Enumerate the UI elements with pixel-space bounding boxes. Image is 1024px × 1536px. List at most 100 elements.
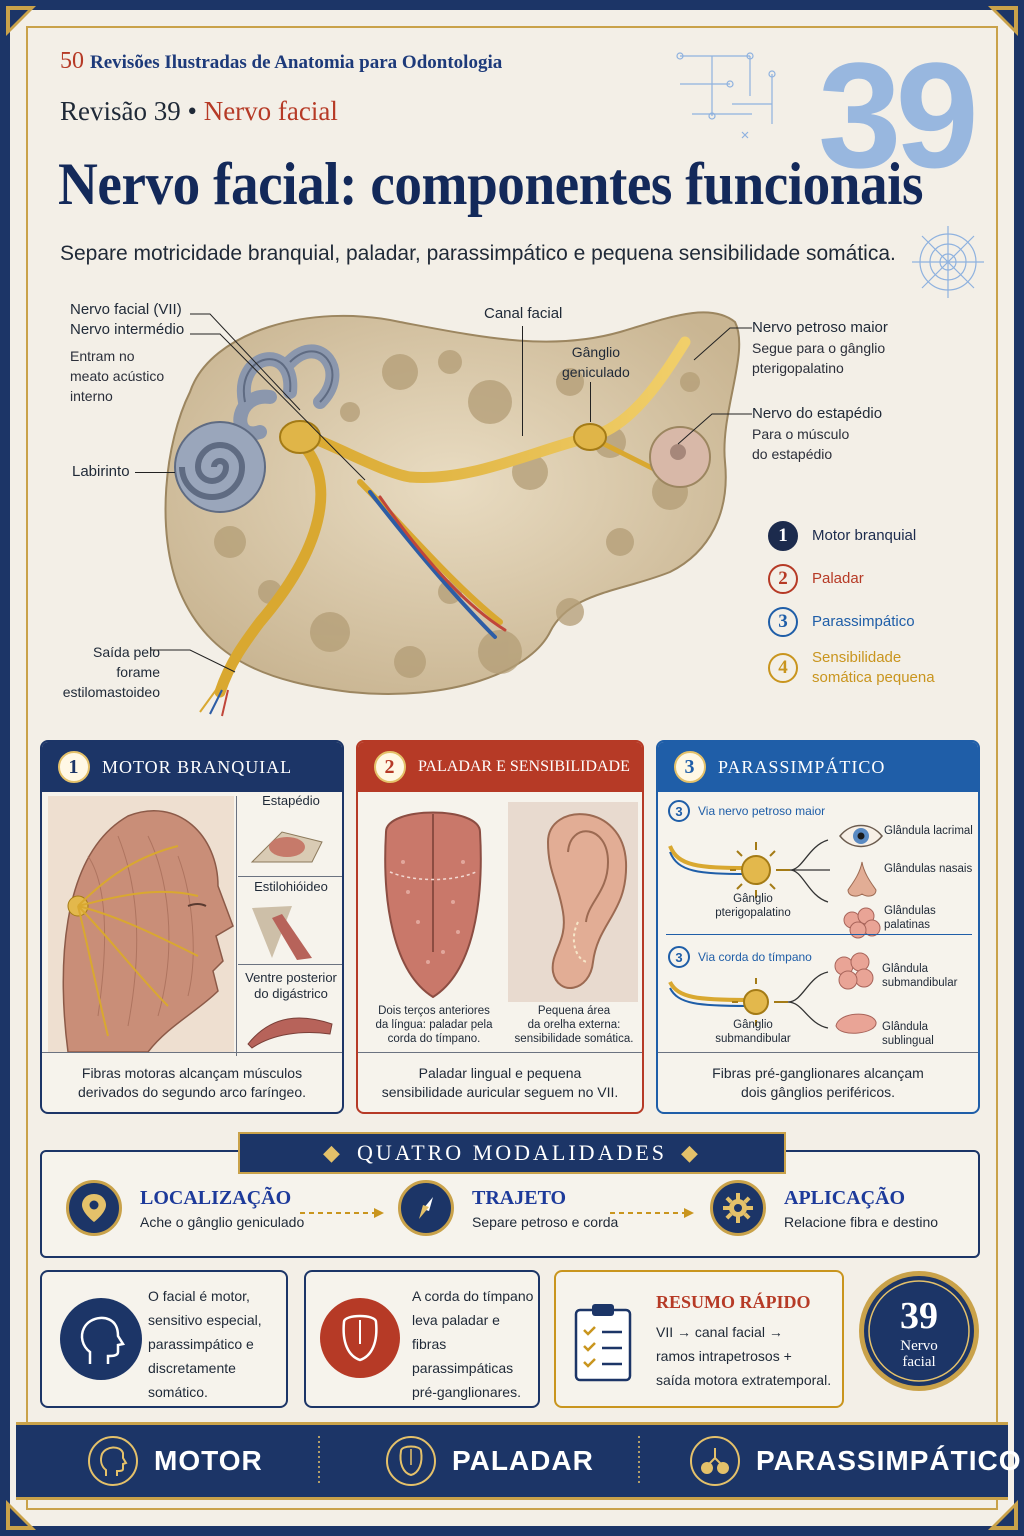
diamond-ornament-icon: ◆	[681, 1140, 701, 1165]
label-stapedius-nerve: Nervo do estapédio Para o músculo do est…	[752, 405, 883, 462]
card-chorda-tympani: A corda do tímpano leva paladar e fibras…	[304, 1270, 540, 1408]
seal-badge-icon	[859, 1271, 979, 1391]
banner-item-parasympathetic: PARASSIMPÁTICO	[690, 1432, 1022, 1490]
muscle-label-digastric: Ventre posterior do digástrico	[245, 970, 337, 1001]
bottom-banner	[16, 1422, 1008, 1500]
page-subtitle: Separe motricidade branquial, paladar, p…	[60, 242, 896, 265]
route-chorda: 3 Via corda do tímpano	[668, 946, 812, 968]
review-label: Revisão 39 •	[60, 96, 197, 126]
panel-parasympathetic: 3 PARASSIMPÁTICO 3 Via nervo petroso mai…	[656, 740, 980, 1114]
panel-number: 3	[674, 751, 706, 783]
panel-title: PARASSIMPÁTICO	[718, 756, 886, 777]
series-title: Revisões Ilustradas de Anatomia para Odo…	[90, 52, 503, 73]
divider	[238, 964, 342, 965]
leader-line	[590, 382, 591, 422]
series-number: 50	[60, 48, 84, 74]
leader-line	[693, 327, 752, 361]
stylohyoid-muscle-icon	[252, 906, 312, 960]
route-petrosal: 3 Via nervo petroso maior	[668, 800, 825, 822]
compass-needle-icon	[398, 1180, 454, 1236]
corner-ornament-icon	[4, 4, 38, 38]
modality-application: APLICAÇÃO Relacione fibra e destino	[710, 1180, 938, 1236]
pterygopalatine-ganglion-icon	[668, 839, 830, 903]
leader-line	[522, 326, 523, 436]
label-labyrinth: Labirinto	[72, 463, 130, 480]
modality-route: TRAJETO Separe petroso e corda	[398, 1180, 618, 1236]
tongue-icon	[386, 1436, 436, 1486]
corner-ornament-icon	[4, 1498, 38, 1532]
legend-item-motor: 1 Motor branquial	[768, 514, 968, 557]
legend-item-taste: 2 Paladar	[768, 557, 968, 600]
tongue-caption: Dois terços anteriores da língua: palada…	[375, 1005, 493, 1045]
big-review-number: 39	[818, 31, 979, 199]
banner-item-motor: MOTOR	[88, 1432, 263, 1490]
panel-title: PALADAR E SENSIBILIDADE	[418, 758, 630, 775]
label-facial-canal: Canal facial	[484, 305, 563, 322]
divider	[238, 876, 342, 877]
nose-icon	[847, 861, 877, 897]
review-topic: Nervo facial	[203, 96, 338, 126]
banner-separator	[318, 1436, 320, 1486]
gear-icon	[710, 1180, 766, 1236]
series-line: 50 Revisões Ilustradas de Anatomia para O…	[60, 48, 502, 75]
target-sublingual: Glândula sublingual	[882, 1021, 934, 1047]
modality-location: LOCALIZAÇÃO Ache o gânglio geniculado	[66, 1180, 304, 1236]
review-seal: 39 Nervo facial	[856, 1268, 982, 1394]
legend-item-parasympathetic: 3 Parassimpático	[768, 600, 968, 643]
face-muscles-illustration	[48, 796, 234, 1052]
label-nerve-facial: Nervo facial (VII) Nervo intermédio Entr…	[70, 301, 185, 404]
corner-ornament-icon	[986, 1498, 1020, 1532]
card-facial-roles: O facial é motor, sensitivo especial, pa…	[40, 1270, 288, 1408]
review-line: Revisão 39 • Nervo facial	[60, 96, 338, 127]
panel-motor: 1 MOTOR BRANQUIAL Estapédio Estilohióide…	[40, 740, 344, 1114]
head-profile-icon	[60, 1298, 142, 1380]
eye-icon	[839, 824, 883, 848]
panel-number: 2	[374, 751, 406, 783]
submandibular-ganglion-label: Gânglio submandibular	[715, 1019, 791, 1045]
pterygopalatine-label: Gânglio pterigopalatino	[715, 893, 791, 919]
label-geniculate: Gânglio geniculado	[562, 344, 630, 380]
modalities-title: ◆ QUATRO MODALIDADES ◆	[238, 1132, 786, 1174]
page-title: Nervo facial: componentes funcionais	[58, 151, 924, 217]
ear-illustration	[508, 802, 638, 1002]
tongue-illustration	[384, 811, 482, 999]
submandibular-ganglion-icon	[668, 971, 829, 1029]
head-profile-icon	[88, 1436, 138, 1486]
component-legend: 1 Motor branquial 2 Paladar 3 Parassimpá…	[768, 514, 968, 693]
label-greater-petrosal: Nervo petroso maior Segue para o gânglio…	[752, 319, 888, 376]
muscle-label-stapedius: Estapédio	[262, 793, 320, 808]
checklist-icon	[574, 1304, 632, 1382]
divider	[666, 934, 972, 935]
panel-taste: 2 PALADAR E SENSIBILIDADE Dois terços an…	[356, 740, 644, 1114]
compass-rose-icon	[912, 226, 984, 298]
submandibular-gland-icon	[834, 952, 874, 990]
tongue-icon	[320, 1298, 400, 1378]
blueprint-grid-icon	[676, 52, 776, 139]
leader-line	[677, 413, 752, 445]
leader-line	[190, 313, 366, 481]
digastric-muscle-icon	[247, 1017, 333, 1049]
location-pin-icon	[66, 1180, 122, 1236]
sublingual-gland-icon	[835, 1013, 877, 1034]
target-nasal: Glândulas nasais	[884, 863, 973, 875]
temporal-bone-illustration	[164, 311, 741, 717]
card-quick-summary: RESUMO RÁPIDO VII → canal facial → ramos…	[554, 1270, 844, 1408]
panel-number: 1	[58, 751, 90, 783]
target-submandibular: Glândula submandibular	[882, 963, 958, 989]
target-lacrimal: Glândula lacrimal	[884, 825, 973, 837]
muscle-label-stylohyoid: Estilohióideo	[254, 879, 328, 894]
panel-title: MOTOR BRANQUIAL	[102, 756, 293, 777]
seal-text: Nervo facial	[900, 1338, 938, 1370]
seal-number: 39	[900, 1295, 938, 1337]
ear-caption: Pequena área da orelha externa: sensibil…	[514, 1005, 634, 1045]
legend-item-somatic: 4 Sensibilidade somática pequena	[768, 643, 968, 693]
leader-line	[135, 472, 175, 473]
ganglion-icon	[690, 1436, 740, 1486]
summary-title: RESUMO RÁPIDO	[656, 1292, 811, 1312]
arrow-right-icon	[300, 1208, 384, 1218]
corner-ornament-icon	[986, 4, 1020, 38]
leader-line	[150, 649, 236, 673]
divider	[236, 796, 237, 1056]
